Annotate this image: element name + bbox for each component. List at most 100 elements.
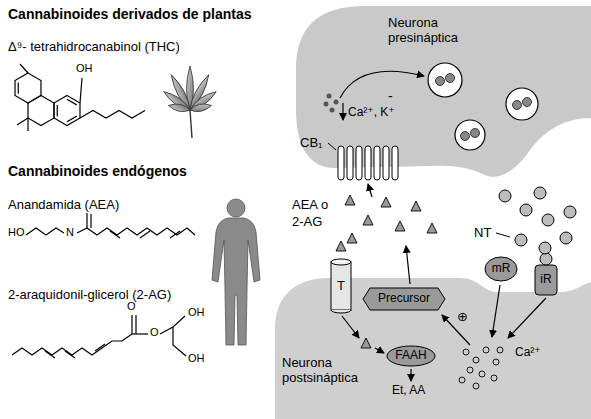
human-silhouette — [227, 199, 245, 217]
ion-dots — [324, 102, 329, 107]
calcium-ions — [483, 347, 489, 353]
chemical-structure — [67, 99, 77, 105]
calcium-ions — [497, 347, 503, 353]
chemical-structure — [12, 334, 132, 355]
node-label: FAAH — [395, 349, 426, 363]
chemical-structure — [80, 78, 82, 103]
endocannabinoid-triangle — [381, 197, 391, 207]
text-label: OH — [76, 62, 93, 75]
chemical-structure — [54, 96, 80, 126]
down-arrow — [342, 103, 343, 120]
neuron-body — [275, 278, 591, 419]
endocannabinoid-triangle — [363, 215, 373, 225]
transporter-cap — [331, 259, 351, 265]
cannabis-leaf — [188, 89, 218, 113]
synaptic-vesicle — [428, 63, 462, 97]
neuron-label: Neurona presináptica — [388, 16, 480, 46]
chemical-structure — [28, 96, 54, 126]
text-label: Cannabinoides endógenos — [8, 163, 187, 179]
receptor-ligand — [540, 253, 552, 265]
neurotransmitter — [520, 204, 532, 216]
synaptic-vesicle — [513, 101, 522, 110]
neurotransmitter — [534, 187, 546, 199]
chemical-structure — [140, 231, 150, 238]
text-label: Ca²⁺, K⁺ — [348, 106, 395, 120]
synthesis-arrow — [406, 246, 410, 284]
synaptic-vesicle — [523, 98, 532, 107]
cannabis-leaf — [190, 110, 192, 138]
chemical-structure — [65, 351, 75, 358]
text-label: AEA o — [292, 198, 328, 213]
node-label: iR — [540, 273, 551, 287]
text-label: 2-araquidonil-glicerol (2-AG) — [8, 288, 171, 303]
chemical-structure — [67, 116, 77, 122]
degradation-arrow — [375, 348, 384, 353]
calcium-arrow — [492, 285, 500, 337]
cb1-receptor — [338, 146, 344, 180]
chemical-structure — [110, 231, 120, 238]
text-label: OH — [188, 306, 205, 319]
calcium-ions — [459, 377, 465, 383]
calcium-ions — [493, 359, 499, 365]
synaptic-vesicle — [506, 88, 538, 120]
text-label: Cannabinoides derivados de plantas — [8, 6, 252, 22]
chemical-structure — [131, 315, 132, 334]
chemical-structure — [77, 228, 195, 235]
chemical-structure — [170, 231, 180, 238]
neurotransmitter — [542, 214, 554, 226]
neurotransmitter — [515, 234, 527, 246]
transporter-cap — [331, 310, 351, 313]
synaptic-vesicle — [446, 74, 455, 83]
text-label: 2-AG — [292, 215, 322, 230]
endocannabinoid-triangle — [347, 233, 357, 243]
text-label: O — [127, 300, 136, 313]
chemical-structure — [90, 214, 91, 228]
postsynaptic-neuron: Neurona postsináptica T Precursor mR iR FAAH — [270, 252, 591, 419]
text-label: Δ⁹- tetrahidrocanabinol (THC) — [8, 40, 180, 55]
chemical-structure — [20, 64, 28, 73]
neuron-label: Neurona postsináptica — [282, 356, 374, 386]
endocannabinoid-triangle — [411, 201, 421, 211]
calcium-arrow — [508, 298, 546, 338]
chemical-structure — [17, 118, 28, 125]
cb1-receptor — [365, 146, 371, 180]
node-label: Precursor — [378, 292, 430, 306]
chemical-structure — [15, 73, 41, 103]
endocannabinoid-triangle — [427, 223, 437, 233]
node-label: mR — [492, 262, 511, 276]
endocannabinoid-triangle — [395, 221, 405, 231]
chemical-structure — [26, 228, 64, 235]
cb1-receptor — [347, 146, 353, 180]
ellipse-outline — [485, 257, 517, 281]
ionotropic-receptor: iR — [534, 252, 558, 296]
transporter-cylinder: T — [330, 258, 352, 314]
neurotransmitter — [539, 242, 551, 254]
text-label: NT — [474, 226, 491, 241]
calcium-ions — [463, 349, 469, 355]
product-arrow — [410, 369, 411, 381]
node-label: T — [337, 279, 345, 294]
chemical-structure — [173, 327, 186, 356]
cannabis-leaf — [162, 66, 218, 138]
calcium-ions — [479, 371, 485, 377]
neurotransmitter — [499, 187, 576, 254]
neurotransmitter — [560, 232, 572, 244]
synaptic-vesicle — [436, 77, 445, 86]
synaptic-vesicle — [471, 129, 480, 138]
inhibition-arrow — [340, 71, 424, 98]
precursor-hexagon: Precursor — [362, 287, 446, 311]
endocannabinoid-triangle — [345, 195, 355, 205]
text-label: ⊕ — [457, 310, 468, 325]
metabotropic-receptor: mR — [484, 256, 518, 282]
chemical-structure — [132, 333, 148, 334]
chemical-structure — [18, 82, 19, 93]
synaptic-vesicle — [455, 120, 485, 150]
calcium-ions — [473, 357, 479, 363]
cannabis-leaf — [189, 102, 212, 113]
text-label: Ca²⁺ — [515, 346, 541, 360]
neurotransmitter — [564, 206, 576, 218]
cannabis-leaf — [162, 89, 192, 113]
uptake-arrow — [342, 316, 359, 338]
chemical-structure — [95, 344, 105, 351]
text-label: HO — [8, 226, 25, 239]
